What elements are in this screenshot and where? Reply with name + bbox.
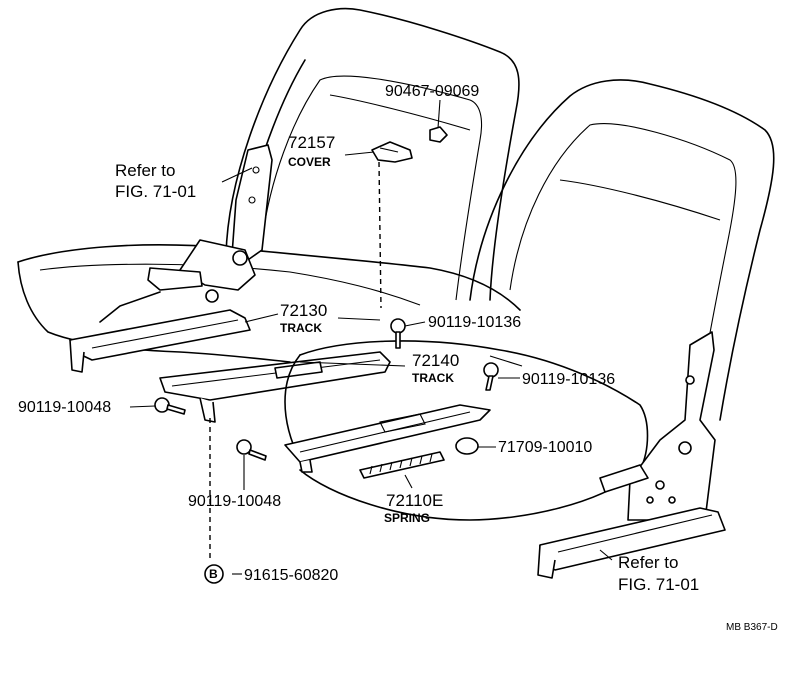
label-refer-left-2: FIG. 71-01 xyxy=(115,182,196,201)
label-refer-left-1: Refer to xyxy=(115,161,175,180)
label-refer-right-1: Refer to xyxy=(618,553,678,572)
label-90119-10136-a: 90119-10136 xyxy=(428,314,521,331)
label-refer-right-2: FIG. 71-01 xyxy=(618,575,699,594)
label-figure-code: MB B367-D xyxy=(726,622,778,633)
label-90119-10136-b: 90119-10136 xyxy=(522,371,615,388)
b-marker-circle xyxy=(204,564,224,584)
label-91615-60820: 91615-60820 xyxy=(244,567,338,584)
bolt-90119-10048-b xyxy=(236,439,267,461)
label-72130-desc: TRACK xyxy=(280,321,322,335)
label-90119-10048-a: 90119-10048 xyxy=(18,399,111,416)
cover-72157 xyxy=(371,141,413,163)
label-72140-desc: TRACK xyxy=(412,371,454,385)
bolt-90119-10048-a xyxy=(154,397,186,415)
label-71709-10010: 71709-10010 xyxy=(498,439,592,456)
bolt-90119-10136-b xyxy=(483,362,499,391)
left-hinge-bracket xyxy=(99,144,273,323)
cap-71709-10010 xyxy=(455,437,479,455)
label-72157: 72157 xyxy=(288,133,335,152)
right-hinge-bracket xyxy=(537,331,726,579)
dashed-guide-cover xyxy=(378,161,382,309)
label-72140: 72140 xyxy=(412,351,459,370)
label-72110e-desc: SPRING xyxy=(384,511,430,525)
right-seat xyxy=(284,79,775,521)
spring-72110e xyxy=(359,451,445,479)
label-72110e: 72110E xyxy=(386,491,443,510)
label-90467-09069: 90467-09069 xyxy=(385,83,479,100)
track-72130 xyxy=(69,309,391,423)
track-72140 xyxy=(284,404,491,473)
label-90119-10048-b: 90119-10048 xyxy=(188,493,281,510)
label-72130: 72130 xyxy=(280,301,327,320)
leader-lines xyxy=(129,99,613,575)
label-b-marker: B xyxy=(209,567,218,581)
bolt-90119-10136-a xyxy=(390,318,406,349)
nut-90467-09069 xyxy=(429,126,448,143)
label-72157-desc: COVER xyxy=(288,155,331,169)
